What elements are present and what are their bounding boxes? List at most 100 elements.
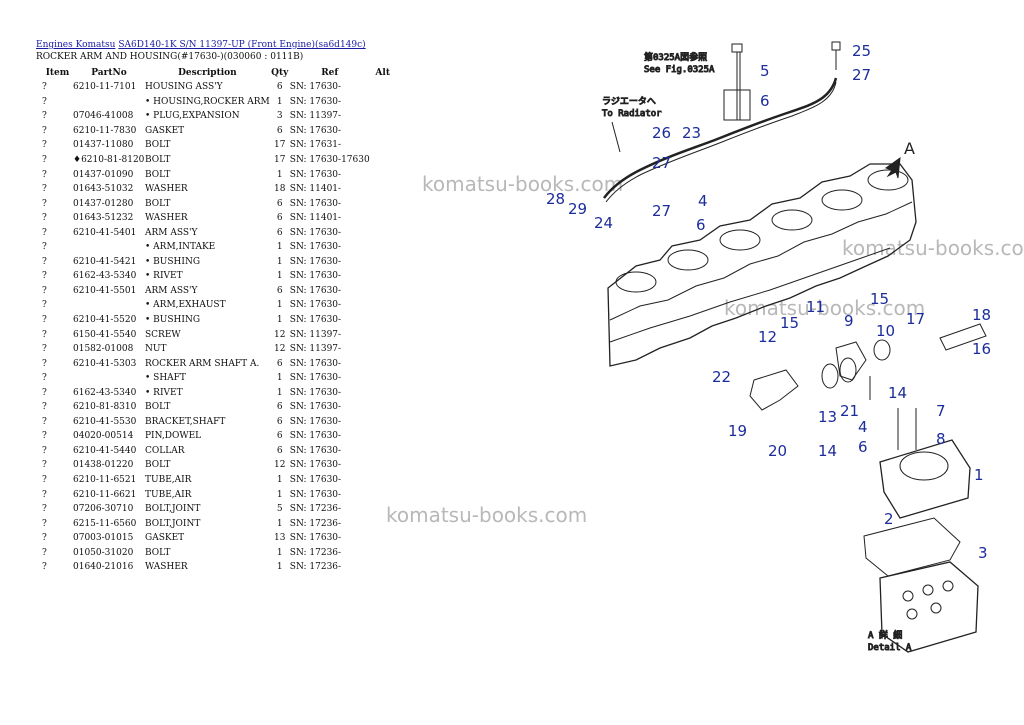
cell-partno[interactable]: ♦6210-81-8120 [73,155,145,165]
cell-partno[interactable]: 07206-30710 [73,504,134,515]
cell-partno[interactable]: 07003-01015 [73,533,134,544]
callout-12: 12 [758,328,777,346]
cell-partno[interactable]: 01640-21016 [73,562,134,573]
cell-partno[interactable]: 6210-11-7101 [73,82,137,93]
cell-partno[interactable]: 6215-11-6560 [73,518,137,529]
cell-alt [370,487,396,502]
cell-partno[interactable] [73,298,145,313]
cell-partno[interactable]: 6210-41-5303 [73,358,137,369]
cell-partno[interactable]: 6210-41-5401 [73,227,137,238]
cell-item: ? [42,184,47,195]
cell-partno[interactable]: 01643-51232 [73,213,134,224]
cell-partno[interactable]: 01437-11080 [73,140,134,151]
callout-23: 23 [682,124,701,142]
cell-description: BRACKET,SHAFT [145,416,226,427]
cell-qty: 13 [274,533,286,544]
cell-alt [370,167,396,182]
col-header-item: Item [45,68,70,78]
cell-qty: 5 [276,504,283,515]
cell-ref: SN: 17630- [289,445,342,456]
cell-description: COLLAR [145,445,185,456]
cell-description: BOLT [145,155,171,165]
cell-partno[interactable]: 01437-01090 [73,169,134,180]
cell-item: ? [42,96,47,107]
cell-ref: SN: 17630- [289,358,342,369]
cell-qty: 1 [276,271,283,282]
diagram-detail-en: Detail A [868,643,912,653]
cell-alt [370,371,396,386]
cell-qty: 1 [276,489,283,500]
cell-ref: SN: 17236- [289,504,342,515]
cell-description: BOLT [145,547,171,558]
cell-partno[interactable]: 01643-51032 [73,184,134,195]
cell-partno[interactable] [73,240,145,255]
callout-4: 4 [698,192,708,210]
cell-partno[interactable]: 01438-01220 [73,460,134,471]
cell-partno[interactable]: 6210-41-5520 [73,315,137,326]
cell-description: ARM ASS'Y [145,227,198,238]
cell-partno[interactable]: 07046-41008 [73,111,134,122]
col-header-qty: Qty [271,68,289,78]
cell-alt [370,109,396,124]
callout-6: 6 [760,92,770,110]
cell-alt [370,255,396,270]
cell-partno[interactable] [73,95,145,110]
cell-qty: 1 [276,169,283,180]
cell-alt [370,400,396,415]
cell-description: NUT [145,344,167,355]
cell-partno[interactable]: 6210-11-6621 [73,489,137,500]
callout-16: 16 [972,340,991,358]
cell-partno[interactable]: 01050-31020 [73,547,134,558]
page-subtitle: ROCKER ARM AND HOUSING(#17630-)(030060 :… [36,52,304,62]
cell-description: • BUSHING [145,315,201,326]
cell-partno[interactable]: 6162-43-5340 [73,271,137,282]
cell-ref: SN: 11397- [289,329,342,340]
cell-description: BOLT [145,402,171,413]
watermark: komatsu-books.com [842,236,1024,260]
breadcrumb-link-model[interactable]: SA6D140-1K S/N 11397-UP (Front Engine)(s… [118,40,366,50]
cell-ref: SN: 17630- [289,242,342,253]
cell-item: ? [42,387,47,398]
cell-partno[interactable]: 6162-43-5340 [73,387,137,398]
cell-partno[interactable]: 6210-41-5530 [73,416,137,427]
cell-description: ROCKER ARM SHAFT A. [145,358,260,369]
cell-partno[interactable]: 6210-41-5501 [73,285,137,296]
cell-partno[interactable]: 04020-00514 [73,431,134,442]
cell-item: ? [42,271,47,282]
cell-partno[interactable]: 6210-41-5440 [73,445,137,456]
cell-qty: 6 [276,358,283,369]
callout-2: 2 [884,510,894,528]
cell-ref: SN: 17630- [289,387,342,398]
cell-description: GASKET [145,533,185,544]
cell-ref: SN: 17630- [289,285,342,296]
cell-item: ? [42,111,47,122]
cell-ref: SN: 17630- [289,125,342,136]
cell-partno[interactable]: 6210-81-8310 [73,402,137,413]
cell-partno[interactable] [73,371,145,386]
cell-description: BOLT [145,460,171,471]
cell-partno[interactable]: 6150-41-5540 [73,329,137,340]
cell-ref: SN: 17630- [289,315,342,326]
cell-partno[interactable]: 6210-11-7830 [73,125,137,136]
watermark: komatsu-books.com [386,503,588,527]
cell-ref: SN: 17630-17630 [289,155,370,165]
cell-partno[interactable]: 01437-01280 [73,198,134,209]
cell-item: ? [42,533,47,544]
cell-partno[interactable]: 6210-41-5421 [73,256,137,267]
callout-17: 17 [906,310,925,328]
cell-ref: SN: 17630- [289,82,342,93]
cell-qty: 3 [276,111,283,122]
cell-partno[interactable]: 6210-11-6521 [73,475,137,486]
cell-qty: 6 [276,285,283,296]
cell-qty: 1 [276,373,283,384]
cell-description: SCREW [145,329,181,340]
cell-alt [370,284,396,299]
cell-alt [370,225,396,240]
breadcrumb-link-engines[interactable]: Engines Komatsu [36,40,116,50]
cell-item: ? [42,416,47,427]
callout-10: 10 [876,322,895,340]
cell-partno[interactable]: 01582-01008 [73,344,134,355]
cell-description: • PLUG,EXPANSION [145,111,240,122]
